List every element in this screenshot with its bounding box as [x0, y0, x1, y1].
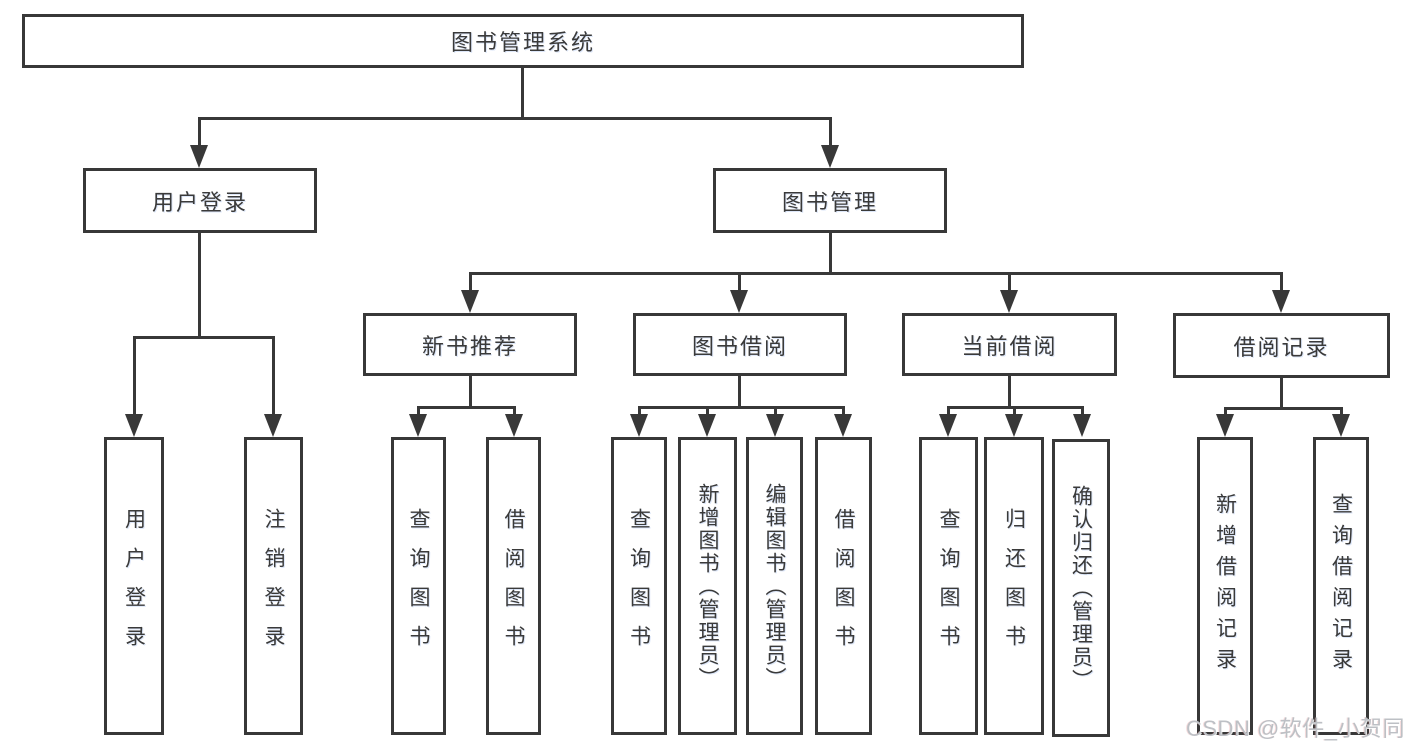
- connector-book-mgmt-bar: [469, 272, 1282, 275]
- connector-book-mgmt-drop-3: [1008, 272, 1011, 293]
- leaf-borrow-books-a-label: 借阅图书: [502, 508, 525, 664]
- connector-book-mgmt-drop-1: [469, 272, 472, 293]
- arrowhead-to-add-borrow-record: [1216, 414, 1234, 437]
- connector-current-borrow-stem: [1008, 376, 1011, 406]
- leaf-confirm-return-admin: 确认归还（管理员）: [1052, 439, 1110, 737]
- arrowhead-to-leaf-logout: [264, 414, 282, 437]
- connector-book-mgmt-drop-2: [738, 272, 741, 293]
- connector-root-left-drop: [198, 117, 201, 149]
- leaf-query-books-b-label: 查询图书: [627, 508, 651, 664]
- leaf-add-books-admin: 新增图书（管理员）: [678, 437, 737, 735]
- connector-new-book-bar: [417, 406, 516, 409]
- arrowhead-to-book-borrow: [730, 290, 748, 313]
- node-book-borrow: 图书借阅: [633, 313, 847, 376]
- leaf-query-books-b: 查询图书: [611, 437, 667, 735]
- connector-new-book-stem: [469, 376, 472, 406]
- arrowhead-to-add-books: [698, 414, 716, 437]
- connector-book-borrow-drop-2: [706, 406, 709, 418]
- node-current-borrow: 当前借阅: [902, 313, 1117, 376]
- leaf-query-borrow-record-label: 查询借阅记录: [1329, 493, 1353, 679]
- arrowhead-to-current-borrow: [1000, 290, 1018, 313]
- leaf-add-borrow-record-label: 新增借阅记录: [1213, 493, 1237, 679]
- leaf-logout: 注销登录: [244, 437, 303, 735]
- leaf-user-login-label: 用户登录: [122, 508, 146, 664]
- node-user-login: 用户登录: [83, 168, 317, 233]
- connector-new-book-drop-2: [513, 406, 516, 418]
- leaf-return-books-label: 归还图书: [1002, 508, 1026, 664]
- connector-current-borrow-drop-3: [1081, 406, 1084, 418]
- arrowhead-to-query-books-a: [409, 414, 427, 437]
- node-current-borrow-label: 当前借阅: [961, 333, 1058, 359]
- connector-current-borrow-drop-1: [947, 406, 950, 418]
- arrowhead-to-edit-books: [766, 414, 784, 437]
- csdn-watermark: CSDN @软件_小贺同学: [1186, 716, 1405, 741]
- connector-book-borrow-drop-1: [638, 406, 641, 418]
- arrowhead-to-borrow-records: [1272, 290, 1290, 313]
- connector-book-mgmt-stem: [829, 233, 832, 272]
- connector-borrow-records-bar: [1224, 407, 1342, 410]
- connector-user-login-stem: [198, 233, 201, 336]
- leaf-query-books-c: 查询图书: [919, 437, 978, 735]
- node-book-borrow-label: 图书借阅: [691, 333, 788, 359]
- arrowhead-to-user-login: [190, 145, 208, 168]
- leaf-query-borrow-record: 查询借阅记录: [1313, 437, 1369, 735]
- arrowhead-to-query-books-c: [939, 414, 957, 437]
- leaf-borrow-books-b-label: 借阅图书: [832, 508, 855, 664]
- leaf-confirm-return-admin-label: 确认归还（管理员）: [1069, 484, 1093, 692]
- connector-book-mgmt-drop-4: [1280, 272, 1283, 293]
- leaf-return-books: 归还图书: [984, 437, 1044, 735]
- connector-root-right-drop: [829, 117, 832, 149]
- arrowhead-to-query-books-b: [630, 414, 648, 437]
- leaf-logout-label: 注销登录: [262, 508, 285, 664]
- leaf-query-books-a-label: 查询图书: [407, 508, 430, 664]
- leaf-add-borrow-record: 新增借阅记录: [1197, 437, 1253, 735]
- arrowhead-to-borrow-books-b: [834, 414, 852, 437]
- arrowhead-to-confirm-return: [1073, 414, 1091, 437]
- arrowhead-to-borrow-books-a: [505, 414, 523, 437]
- leaf-borrow-books-b: 借阅图书: [815, 437, 872, 735]
- arrowhead-to-book-management: [821, 145, 839, 168]
- node-user-login-label: 用户登录: [151, 189, 248, 215]
- leaf-query-books-a: 查询图书: [391, 437, 446, 735]
- connector-book-borrow-stem: [738, 376, 741, 406]
- connector-user-login-bar: [133, 336, 275, 339]
- node-borrow-records: 借阅记录: [1173, 313, 1390, 378]
- connector-borrow-records-stem: [1280, 378, 1283, 407]
- node-borrow-records-label: 借阅记录: [1233, 334, 1330, 360]
- connector-book-borrow-bar: [638, 406, 845, 409]
- leaf-add-books-admin-label: 新增图书（管理员）: [696, 482, 719, 690]
- node-library-system: 图书管理系统: [22, 14, 1024, 68]
- connector-root-bar: [198, 117, 831, 120]
- arrowhead-to-return-books: [1005, 414, 1023, 437]
- connector-book-borrow-drop-3: [774, 406, 777, 418]
- connector-current-borrow-drop-2: [1013, 406, 1016, 418]
- arrowhead-to-query-borrow-record: [1332, 414, 1350, 437]
- node-book-management: 图书管理: [713, 168, 947, 233]
- node-new-book-recommend-label: 新书推荐: [421, 333, 518, 359]
- connector-borrow-records-drop-2: [1340, 407, 1343, 418]
- leaf-edit-books-admin: 编辑图书（管理员）: [746, 437, 803, 735]
- arrowhead-to-new-book: [461, 290, 479, 313]
- connector-user-login-drop-1: [133, 336, 136, 417]
- connector-root-stem: [521, 68, 524, 117]
- leaf-user-login: 用户登录: [104, 437, 164, 735]
- connector-book-borrow-drop-4: [842, 406, 845, 418]
- leaf-edit-books-admin-label: 编辑图书（管理员）: [763, 482, 786, 690]
- leaf-query-books-c-label: 查询图书: [937, 508, 960, 664]
- connector-user-login-drop-2: [272, 336, 275, 417]
- node-library-system-label: 图书管理系统: [450, 30, 595, 55]
- connector-new-book-drop-1: [417, 406, 420, 418]
- connector-borrow-records-drop-1: [1224, 407, 1227, 418]
- arrowhead-to-leaf-user-login: [125, 414, 143, 437]
- leaf-borrow-books-a: 借阅图书: [486, 437, 541, 735]
- node-book-management-label: 图书管理: [781, 189, 878, 215]
- node-new-book-recommend: 新书推荐: [363, 313, 577, 376]
